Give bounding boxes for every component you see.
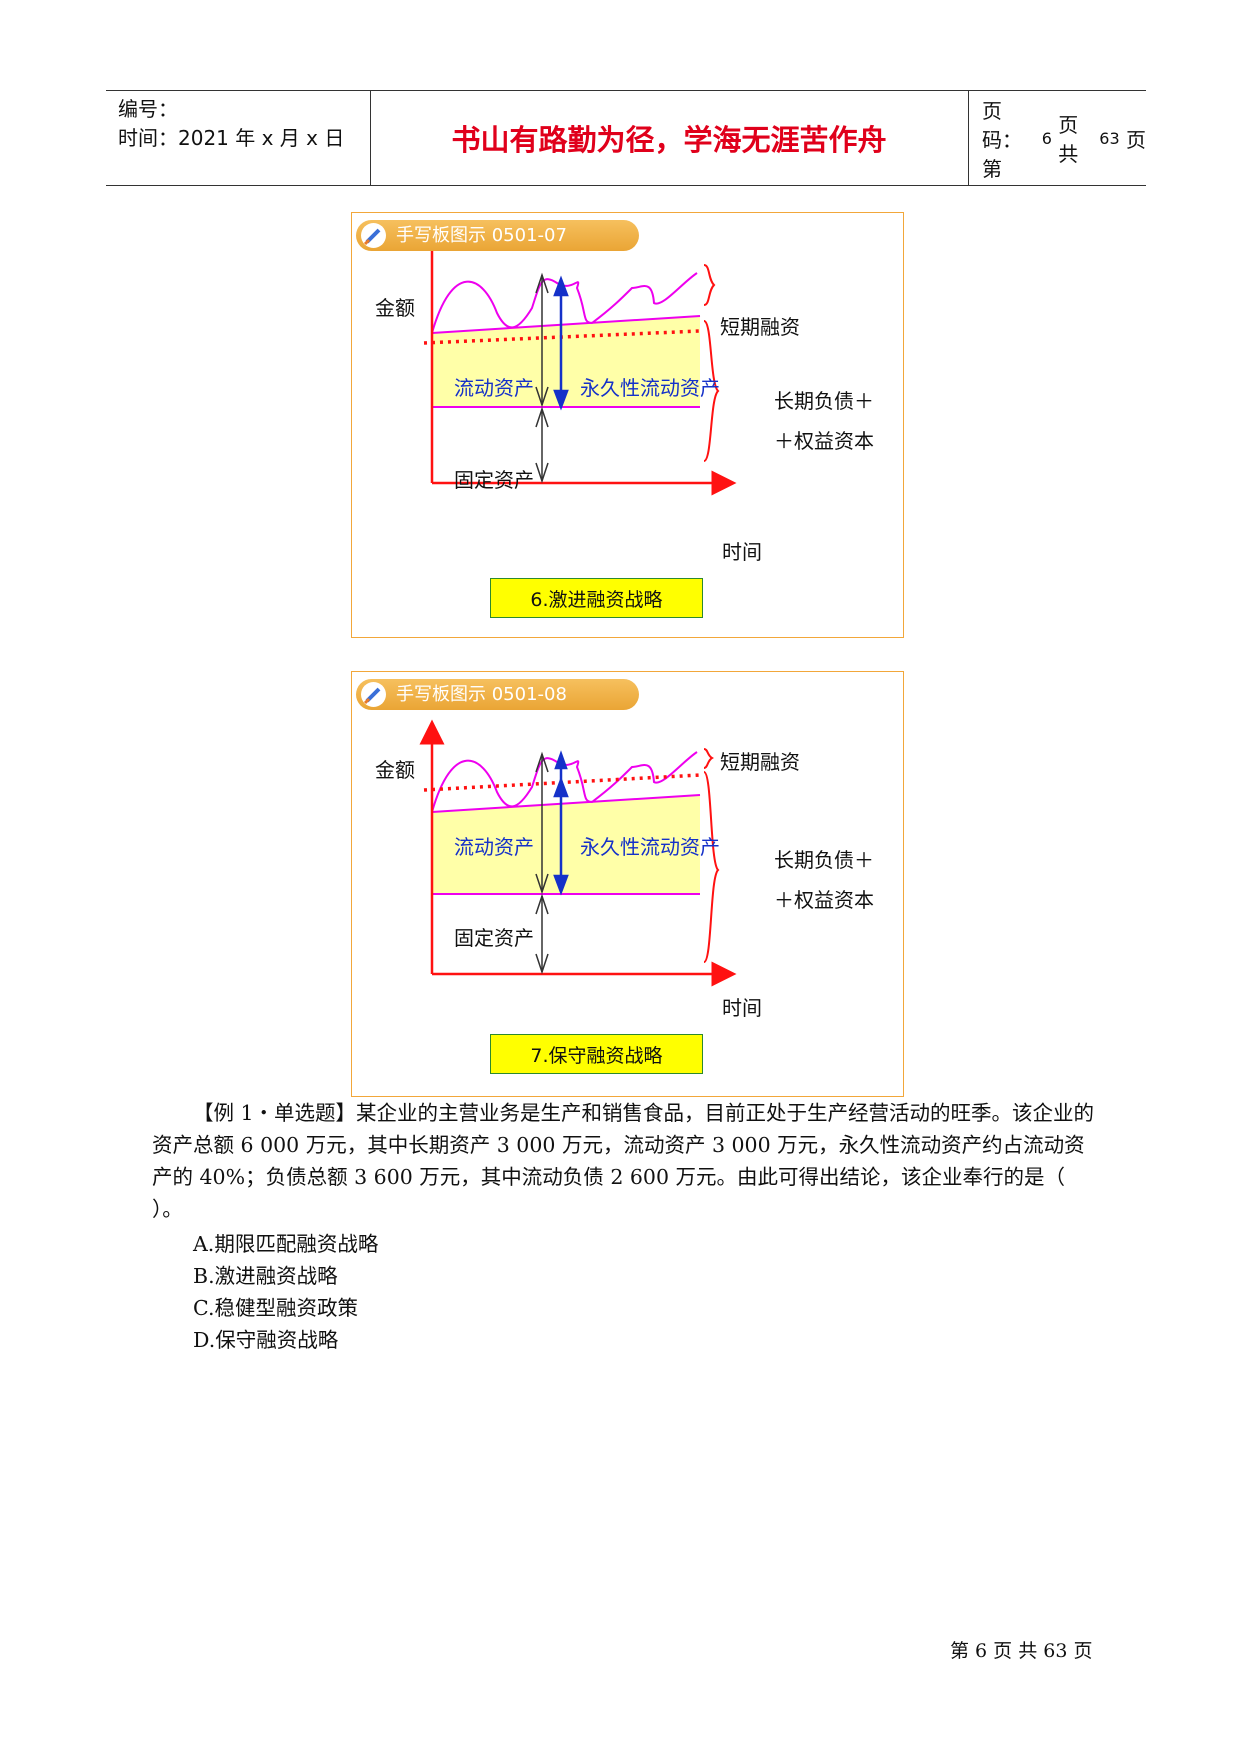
x-axis-label: 时间 <box>722 540 762 564</box>
option-b: B.激进融资战略 <box>193 1264 338 1288</box>
current-asset-area <box>432 795 700 894</box>
brace-long <box>703 320 720 462</box>
y-axis-label: 金额 <box>375 758 415 782</box>
arrow-permanent <box>553 275 569 411</box>
header-divider <box>968 91 969 185</box>
fixed-assets-label: 固定资产 <box>454 468 534 492</box>
figure-tag: 手写板图示 0501-08 <box>356 679 639 710</box>
current-assets-label: 流动资产 <box>454 376 534 400</box>
brace-long <box>703 771 720 963</box>
pen-icon <box>361 223 386 248</box>
longterm-label-2: ＋权益资本 <box>774 429 874 453</box>
figure-tag: 手写板图示 0501-07 <box>356 220 639 251</box>
short-financing-label: 短期融资 <box>720 315 800 339</box>
arrow-permanent <box>553 776 569 896</box>
code-label: 编号： <box>118 97 178 121</box>
brace-short <box>703 748 714 769</box>
permanent-line <box>431 794 701 813</box>
y-axis-label: 金额 <box>375 296 415 320</box>
longterm-label-1: 长期负债＋ <box>774 389 874 413</box>
option-d: D.保守融资战略 <box>193 1328 339 1352</box>
question-text: 【例 1・单选题】某企业的主营业务是生产和销售食品，目前正处于生产经营活动的旺季… <box>152 1101 1095 1221</box>
figure-aggressive-financing: 手写板图示 0501-07 金额 短期融资 流动资产 永久性流动资产 长期负债＋… <box>351 212 904 638</box>
figure-caption: 7.保守融资战略 <box>490 1034 703 1074</box>
seasonal-curve <box>431 751 698 813</box>
page-total: 63 <box>1099 128 1120 148</box>
diagram-conservative <box>419 719 737 987</box>
page-header: 编号： 时间：2021 年 x 月 x 日 书山有路勤为径，学海无涯苦作舟 页码… <box>106 90 1146 186</box>
current-assets-label: 流动资产 <box>454 835 534 859</box>
motto: 书山有路勤为径，学海无涯苦作舟 <box>451 123 887 157</box>
arrow-current <box>535 751 549 975</box>
page-num: 6 <box>1041 128 1052 148</box>
permanent-line <box>431 315 701 334</box>
page-footer: 第 6 页 共 63 页 <box>950 1640 1093 1662</box>
header-divider <box>370 91 371 185</box>
figure-conservative-financing: 手写板图示 0501-08 金额 短期融资 流动资产 永久性流动资产 长期负债＋… <box>351 671 904 1097</box>
short-financing-label: 短期融资 <box>720 750 800 774</box>
header-left: 编号： 时间：2021 年 x 月 x 日 <box>118 95 368 153</box>
figure-caption: 6.激进融资战略 <box>490 578 703 618</box>
arrow-current <box>535 272 549 484</box>
pen-icon <box>361 682 386 707</box>
arrow-short-top <box>554 750 568 782</box>
longterm-label-2: ＋权益资本 <box>774 888 874 912</box>
permanent-current-label: 永久性流动资产 <box>580 835 720 859</box>
option-c: C.稳健型融资政策 <box>193 1296 358 1320</box>
x-axis-label: 时间 <box>722 996 762 1020</box>
time-label: 时间：2021 年 x 月 x 日 <box>118 126 345 150</box>
fixed-assets-label: 固定资产 <box>454 926 534 950</box>
option-a: A.期限匹配融资战略 <box>193 1232 379 1256</box>
diagram-aggressive <box>419 222 737 496</box>
brace-short <box>703 264 716 306</box>
seasonal-curve <box>431 272 698 334</box>
longterm-label-1: 长期负债＋ <box>774 848 874 872</box>
permanent-current-label: 永久性流动资产 <box>580 376 720 400</box>
